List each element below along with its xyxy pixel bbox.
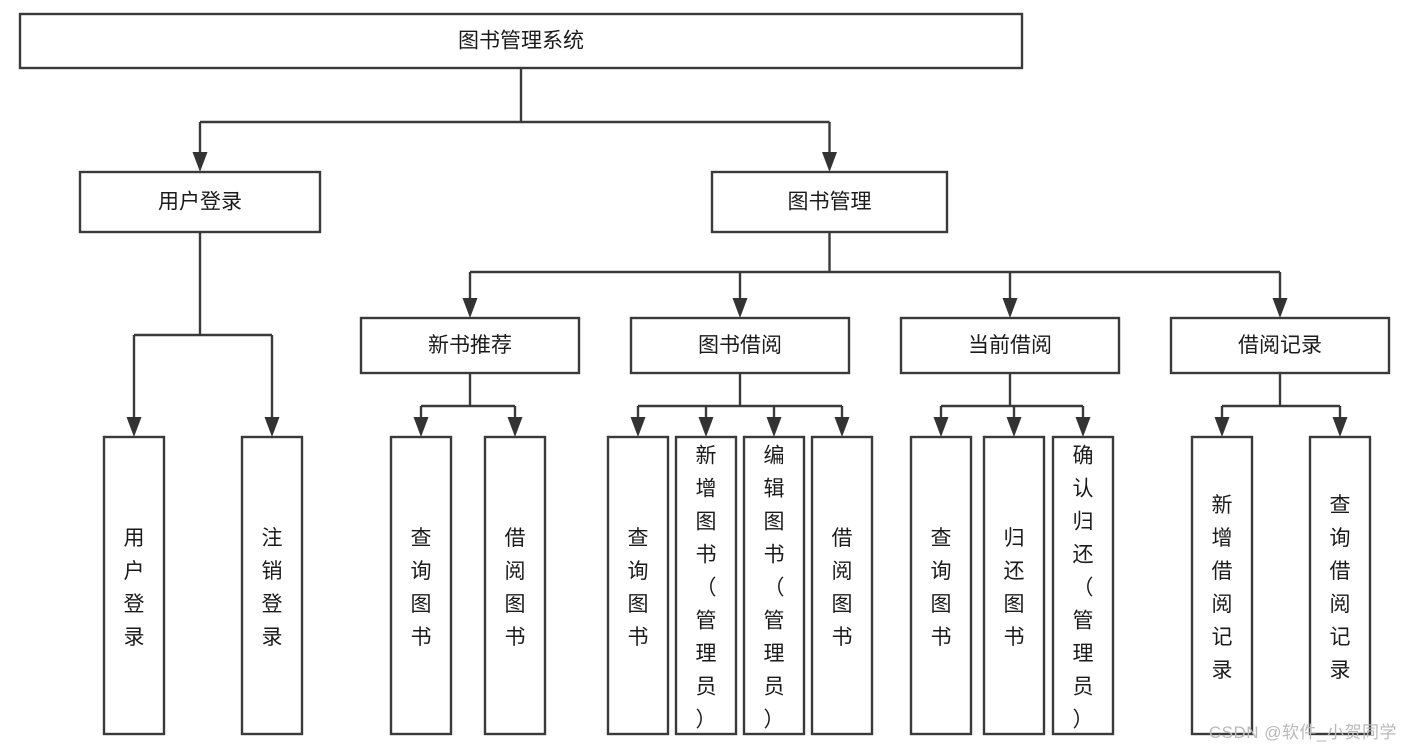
node-label: 查询图书 — [931, 527, 952, 649]
node-box[interactable] — [674, 435, 738, 736]
connector-group-login — [126, 232, 280, 437]
node-root[interactable]: 图书管理系统 — [18, 12, 1024, 70]
node-box[interactable] — [982, 435, 1046, 736]
node-box[interactable] — [810, 435, 874, 736]
node-label: 新书推荐 — [428, 334, 512, 357]
node-label: 查询图书 — [628, 527, 649, 649]
node-leaf-current-return[interactable]: 归还图书 — [982, 435, 1046, 736]
node-newbook[interactable]: 新书推荐 — [359, 316, 581, 375]
node-label: 借阅图书 — [505, 527, 526, 649]
connector-group-borrow — [630, 373, 850, 437]
connector-group-newbook — [413, 373, 523, 437]
node-label: 图书借阅 — [698, 334, 782, 357]
arrow-head-icon — [264, 417, 280, 437]
arrow-head-icon — [834, 417, 850, 437]
node-leaf-record-query[interactable]: 查询借阅记录 — [1308, 435, 1372, 736]
node-label: 图书管理系统 — [458, 30, 584, 53]
node-leaf-borrow-lend[interactable]: 借阅图书 — [810, 435, 874, 736]
arrow-head-icon — [413, 417, 429, 437]
node-leaf-new-query[interactable]: 查询图书 — [389, 435, 453, 736]
arrow-head-icon — [933, 417, 949, 437]
arrow-head-icon — [1332, 417, 1348, 437]
connector-group-root — [192, 68, 837, 172]
node-box[interactable] — [710, 170, 949, 234]
arrow-head-icon — [1272, 298, 1288, 318]
node-box[interactable] — [1190, 435, 1254, 736]
node-box[interactable] — [909, 435, 973, 736]
node-box[interactable] — [1051, 435, 1115, 736]
node-borrow[interactable]: 图书借阅 — [629, 316, 851, 375]
node-label: 用户登录 — [158, 191, 242, 214]
node-layer: 图书管理系统用户登录图书管理新书推荐图书借阅当前借阅借阅记录用户登录注销登录查询… — [18, 12, 1391, 736]
connector-group-record — [1214, 373, 1348, 437]
node-box[interactable] — [18, 12, 1024, 70]
arrow-head-icon — [1006, 417, 1022, 437]
node-label: 确认归还（管理员） — [1073, 445, 1094, 732]
arrow-head-icon — [630, 417, 646, 437]
node-box[interactable] — [483, 435, 547, 736]
node-label: 新增借阅记录 — [1212, 494, 1233, 682]
arrow-head-icon — [732, 298, 748, 318]
node-login[interactable]: 用户登录 — [78, 170, 322, 234]
arrow-head-icon — [766, 417, 782, 437]
node-record[interactable]: 借阅记录 — [1169, 316, 1391, 375]
node-leaf-current-confirm[interactable]: 确认归还（管理员） — [1051, 435, 1115, 736]
node-label: 当前借阅 — [968, 334, 1052, 357]
node-box[interactable] — [629, 316, 851, 375]
node-leaf-borrow-query[interactable]: 查询图书 — [606, 435, 670, 736]
node-current[interactable]: 当前借阅 — [899, 316, 1121, 375]
connector-layer — [126, 68, 1348, 437]
node-leaf-user-logout[interactable]: 注销登录 — [240, 435, 304, 736]
node-box[interactable] — [1169, 316, 1391, 375]
arrow-head-icon — [462, 298, 478, 318]
node-label: 查询图书 — [411, 527, 432, 649]
node-box[interactable] — [102, 435, 166, 736]
node-leaf-borrow-edit[interactable]: 编辑图书（管理员） — [742, 435, 806, 736]
node-label: 归还图书 — [1004, 527, 1025, 649]
node-label: 注销登录 — [262, 527, 283, 649]
connector-group-bookmgmt — [462, 232, 1288, 318]
arrow-head-icon — [192, 152, 208, 172]
node-bookmgmt[interactable]: 图书管理 — [710, 170, 949, 234]
arrow-head-icon — [126, 417, 142, 437]
node-leaf-record-add[interactable]: 新增借阅记录 — [1190, 435, 1254, 736]
node-box[interactable] — [78, 170, 322, 234]
connector-group-current — [933, 373, 1091, 437]
node-label: 图书管理 — [788, 191, 872, 214]
arrow-head-icon — [1075, 417, 1091, 437]
node-leaf-new-borrow[interactable]: 借阅图书 — [483, 435, 547, 736]
node-label: 新增图书（管理员） — [696, 445, 717, 732]
arrow-head-icon — [698, 417, 714, 437]
node-box[interactable] — [742, 435, 806, 736]
node-label: 借阅记录 — [1238, 334, 1322, 357]
node-label: 借阅图书 — [832, 527, 853, 649]
node-label: 查询借阅记录 — [1330, 494, 1351, 682]
node-label: 用户登录 — [124, 527, 145, 649]
node-box[interactable] — [1308, 435, 1372, 736]
arrow-head-icon — [507, 417, 523, 437]
node-box[interactable] — [389, 435, 453, 736]
watermark-text: CSDN @软件_小贺同学 — [1208, 723, 1397, 742]
node-box[interactable] — [240, 435, 304, 736]
node-leaf-borrow-add[interactable]: 新增图书（管理员） — [674, 435, 738, 736]
node-leaf-user-login[interactable]: 用户登录 — [102, 435, 166, 736]
node-box[interactable] — [899, 316, 1121, 375]
node-leaf-current-query[interactable]: 查询图书 — [909, 435, 973, 736]
node-box[interactable] — [606, 435, 670, 736]
arrow-head-icon — [1214, 417, 1230, 437]
arrow-head-icon — [1002, 298, 1018, 318]
node-label: 编辑图书（管理员） — [764, 445, 785, 732]
node-box[interactable] — [359, 316, 581, 375]
arrow-head-icon — [822, 152, 837, 172]
